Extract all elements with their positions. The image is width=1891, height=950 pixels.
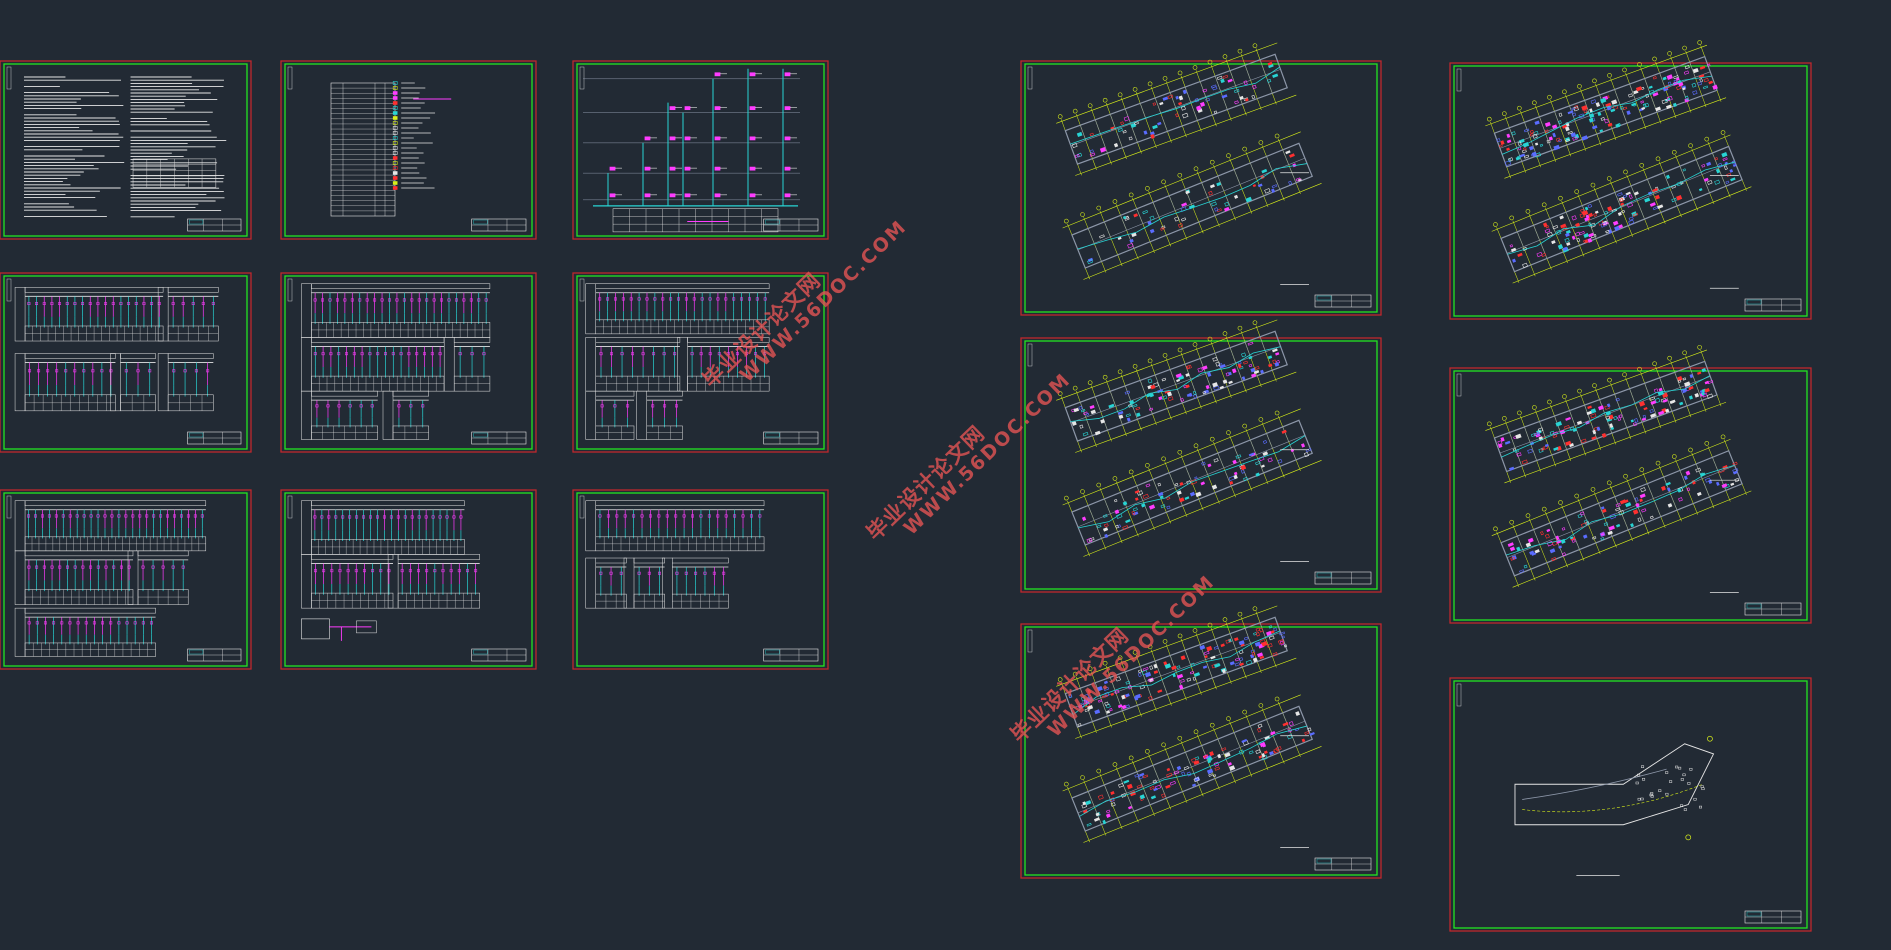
sheet-drawing-frame [284, 492, 533, 667]
sheet-drawing-frame [3, 275, 248, 450]
sheet-border [1020, 60, 1382, 316]
sheet-title-block [763, 218, 819, 232]
sheet-border [572, 489, 829, 670]
sheet-border [280, 60, 537, 240]
sheet-drawing-frame [284, 63, 533, 237]
sheet-drawing-frame [1453, 370, 1808, 621]
sheet-drawing-content [579, 278, 770, 440]
sheet-drawing-frame [576, 275, 825, 450]
sheet-title-block [1314, 571, 1372, 585]
sheet-floor-plan-4[interactable] [1449, 39, 1812, 320]
sheet-drawing-frame [1024, 626, 1378, 876]
sheet-border [280, 489, 537, 670]
sheet-schematic-2[interactable] [280, 272, 537, 453]
sheet-schematic-6[interactable] [572, 489, 829, 670]
sheet-border [1449, 62, 1812, 320]
sheet-schematic-5[interactable] [280, 489, 537, 670]
sheet-title-block [471, 431, 527, 445]
sheet-drawing-content [6, 495, 207, 657]
sheet-drawing-frame [284, 275, 533, 450]
sheet-title-block [1744, 910, 1802, 924]
sheet-floor-plan-1[interactable] [1020, 36, 1382, 316]
sheet-schematic-4[interactable] [0, 489, 252, 670]
sheet-drawing-frame [1024, 63, 1378, 313]
sheet-border [280, 272, 537, 453]
sheet-drawing-frame [1024, 340, 1378, 590]
sheet-border [572, 60, 829, 240]
sheet-title-block [187, 431, 242, 445]
sheet-border [0, 489, 252, 670]
sheet-drawing-content [1027, 605, 1322, 848]
sheet-title-block [1314, 294, 1372, 308]
sheet-border [572, 272, 829, 453]
sheet-border [1020, 623, 1382, 879]
sheet-title-block [1744, 298, 1802, 312]
sheet-border [1449, 367, 1812, 624]
sheet-drawing-content [579, 495, 765, 609]
sheet-drawing-frame [1453, 680, 1808, 929]
sheet-design-notes[interactable] [0, 60, 252, 240]
sheet-drawing-content [1456, 683, 1715, 876]
sheet-drawing-content [6, 66, 227, 218]
sheet-schematic-1[interactable] [0, 272, 252, 453]
sheet-legend-table[interactable] [280, 60, 537, 240]
sheet-title-block [1314, 857, 1372, 871]
sheet-drawing-content [287, 66, 452, 217]
sheet-drawing-content [1456, 40, 1752, 289]
sheet-title-block [763, 431, 819, 445]
sheet-floor-plan-5[interactable] [1449, 343, 1812, 624]
sheet-drawing-content [1027, 42, 1322, 285]
sheet-title-block [187, 218, 242, 232]
sheet-drawing-frame [3, 492, 248, 667]
sheet-drawing-content [287, 278, 491, 440]
sheet-riser-diagram[interactable] [572, 60, 829, 240]
sheet-drawing-content [6, 278, 219, 412]
sheet-title-block [471, 218, 527, 232]
sheet-floor-plan-2[interactable] [1020, 313, 1382, 593]
sheet-title-block [471, 648, 527, 662]
sheet-title-block [187, 648, 242, 662]
sheet-border [0, 60, 252, 240]
sheet-drawing-content [1456, 344, 1752, 593]
sheet-drawing-content [287, 495, 480, 641]
sheet-floor-plan-3[interactable] [1020, 599, 1382, 879]
sheet-drawing-frame [576, 492, 825, 667]
sheet-drawing-frame [576, 63, 825, 237]
sheet-title-block [1744, 602, 1802, 616]
sheet-title-block [763, 648, 819, 662]
sheet-border [1020, 337, 1382, 593]
sheet-schematic-3[interactable] [572, 272, 829, 453]
sheet-site-plan[interactable] [1449, 677, 1812, 932]
sheet-drawing-content [1027, 319, 1322, 562]
sheet-border [0, 272, 252, 453]
sheet-drawing-content [579, 66, 800, 233]
sheet-drawing-frame [3, 63, 248, 237]
sheet-border [1449, 677, 1812, 932]
sheet-drawing-frame [1453, 65, 1808, 317]
